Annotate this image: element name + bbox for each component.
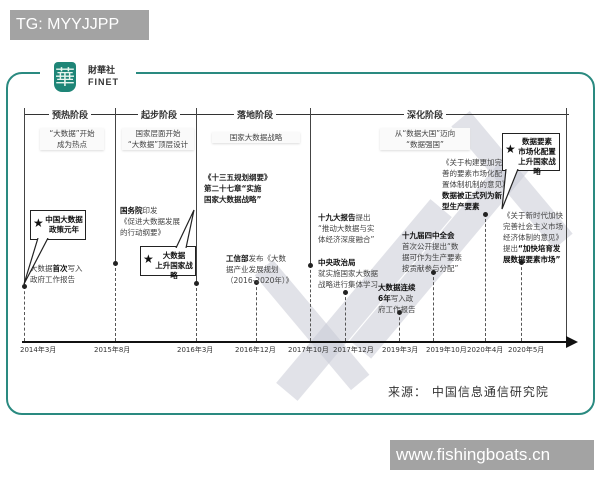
event-dot [254,280,259,285]
tick-label: 2017年10月 [288,346,329,354]
callout-pointer [501,169,519,210]
event-dot [397,310,402,315]
event-2016-12: 工信部发布《大数 据产业发展规划 （2016-2020年）》 [226,254,294,285]
tick-label: 2020年4月 [467,346,504,354]
callout-policy-year-one: ★ 中国大数据 政策元年 [30,210,86,240]
tick-label: 2019年3月 [382,346,419,354]
event-dot [194,281,199,286]
event-dot [431,270,436,275]
event-connector [433,272,434,341]
phase-subtitle-start: 国家层面开始 “大数据”顶层设计 [122,128,194,150]
phase-bracket-line [24,114,569,115]
event-connector [256,282,257,341]
tick-label: 2015年8月 [94,346,131,354]
event-connector [345,292,346,341]
event-connector [24,286,25,341]
tick-label: 2020年5月 [508,346,545,354]
event-connector [485,214,486,341]
event-connector [399,312,400,341]
callout-data-market: ★ 数据要素 市场化配置 上升国家战略 [502,133,560,176]
phase-divider [566,108,567,340]
diagram-frame [6,72,595,415]
logo-name-en: FINET [88,77,119,87]
event-2017-10: 十九大报告提出 “推动大数据与实 体经济深度融合” [318,213,375,244]
finet-logo-icon: 華 [54,62,76,92]
phase-label-deepening: 深化阶段 [404,108,447,121]
phase-subtitle-warmup: “大数据”开始 成为热点 [40,128,104,150]
event-dot [22,284,27,289]
event-dot [519,260,524,265]
tick-label: 2016年12月 [235,346,276,354]
callout-pointer [175,209,195,248]
event-2019-10: 十九届四中全会 首次公开提出“数 据可作为生产要素 按贡献参与分配” [402,231,462,273]
event-2016-03: 《十三五规划纲要》 第二十七章“实施 国家大数据战略” [204,173,272,204]
event-dot [308,263,313,268]
star-icon: ★ [505,142,516,156]
phase-subtitle-landing: 国家大数据战略 [212,132,300,143]
tick-label: 2014年3月 [20,346,57,354]
event-dot [113,261,118,266]
event-connector [115,263,116,341]
source-caption: 来源： 中国信息通信研究院 [388,385,549,399]
phase-divider [310,108,311,265]
tick-label: 2019年10月 [426,346,467,354]
tick-label: 2016年3月 [177,346,214,354]
phase-divider [24,108,25,286]
callout-national-strategy: ★ 大数据 上升国家战略 [140,246,196,280]
tick-label: 2017年12月 [333,346,374,354]
event-dot [343,290,348,295]
event-2020-04: 《关于构建更加完 善的要素市场化配 置体制机制的意见》数据被正式列为新 型生产要… [442,158,510,211]
phase-divider [115,108,116,263]
star-icon: ★ [33,216,44,230]
phase-divider [196,108,197,283]
event-2020-05: 《关于新时代加快 完善社会主义市场 经济体制的意见》 提出“加快培育发 展数据要… [503,211,563,264]
event-2014-03: 大数据首次写入 政府工作报告 [30,264,83,284]
phase-label-landing: 落地阶段 [234,108,277,121]
phase-subtitle-deepening: 从“数据大国”迈向 “数据强国” [380,128,470,150]
watermark-badge-top: TG: MYYJJPP [10,10,149,40]
star-icon: ★ [143,252,154,266]
event-2019-03: 大数据连续 6年写入政 府工作报告 [378,283,416,314]
phase-label-start: 起步阶段 [138,108,181,121]
event-dot [483,212,488,217]
event-2017-12: 中央政治局 就实施国家大数据 战略进行集体学习 [318,258,378,289]
timeline-arrow-icon [566,336,578,348]
phase-label-warmup: 预热阶段 [49,108,92,121]
logo-name-cn: 財華社 [88,66,116,76]
event-2015-08: 国务院印发 《促进大数据发展 的行动纲要》 [120,206,180,237]
timeline-axis [22,341,567,343]
event-connector [196,283,197,341]
callout-pointer [23,238,49,285]
watermark-badge-bottom: www.fishingboats.cn [390,440,594,470]
event-connector [521,262,522,341]
event-connector [310,265,311,341]
